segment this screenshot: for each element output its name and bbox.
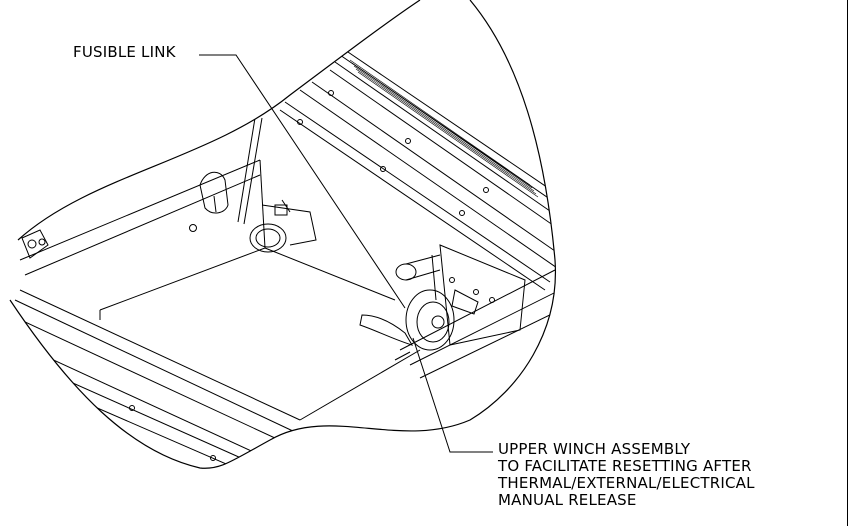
rail-serrations [349, 59, 539, 198]
strut [237, 117, 263, 225]
page-border [847, 0, 848, 526]
winch-drawing [359, 244, 526, 361]
fusible-link-leader [199, 54, 406, 309]
back-rail [279, 49, 556, 291]
upper-winch-line-4: MANUAL RELEASE [498, 491, 637, 509]
cutaway-outline [9, 0, 557, 469]
upper-winch-line-2: TO FACILITATE RESETTING AFTER [498, 457, 752, 475]
fasteners [129, 90, 489, 461]
housing-walls [10, 159, 556, 469]
upper-winch-leader [412, 337, 493, 453]
wall-latch [199, 171, 229, 214]
upper-winch-label: UPPER WINCH ASSEMBLY TO FACILITATE RESET… [498, 441, 755, 509]
left-bracket [21, 229, 49, 259]
pulley-assembly [249, 199, 317, 253]
upper-winch-line-3: THERMAL/EXTERNAL/ELECTRICAL [498, 474, 755, 492]
upper-winch-line-1: UPPER WINCH ASSEMBLY [498, 440, 691, 458]
fusible-link-label: FUSIBLE LINK [73, 43, 176, 61]
